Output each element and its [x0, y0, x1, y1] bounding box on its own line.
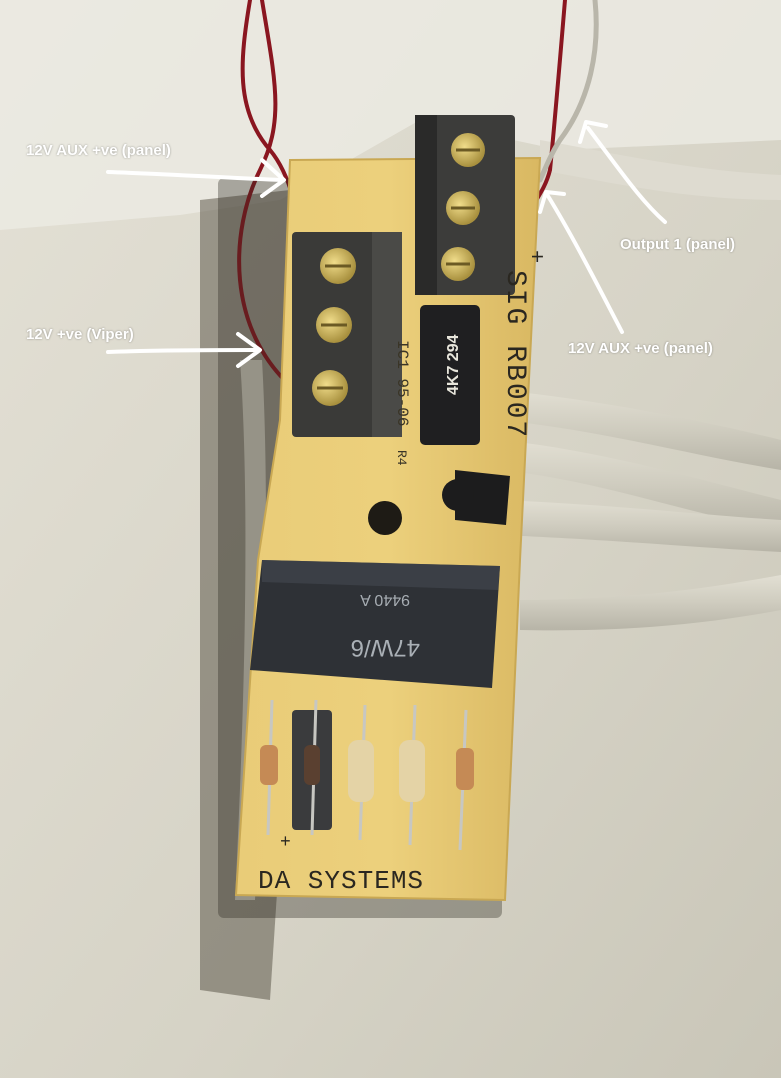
ceiling-shadow	[0, 0, 781, 230]
label-aux-panel-left: 12V AUX +ve (panel)	[26, 142, 171, 159]
label-aux-panel-right: 12V AUX +ve (panel)	[568, 340, 713, 357]
mounting-hole	[368, 501, 402, 535]
label-viper-positive: 12V +ve (Viper)	[26, 326, 134, 343]
manufacturer-label: DA SYSTEMS	[258, 866, 424, 896]
resistor-pack: 4K7 294	[420, 305, 480, 445]
transistor	[442, 470, 510, 525]
terminal-block-right	[415, 115, 515, 295]
relay: 9440 A 47W/6	[250, 560, 500, 688]
label-output-1: Output 1 (panel)	[620, 236, 735, 253]
arrow-aux-left	[106, 158, 286, 198]
silkscreen-plus: +	[523, 250, 548, 263]
relay-marking-1: 9440 A	[360, 591, 410, 608]
arrow-viper	[106, 332, 262, 368]
terminal-block-left	[292, 232, 402, 437]
resistor-marking: 4K7 294	[445, 334, 462, 395]
silkscreen-rev: R4	[394, 450, 409, 466]
relay-marking-2: 47W/6	[351, 634, 420, 661]
arrow-output-1	[578, 120, 667, 224]
grey-wire	[537, 0, 599, 183]
annotation-arrows	[106, 120, 667, 368]
silkscreen-model: SIG RB007	[499, 270, 530, 439]
arrow-aux-right	[538, 190, 624, 334]
silkscreen-date: IC1 95-06	[393, 340, 411, 426]
polarity-mark: +	[280, 833, 291, 853]
lower-components	[260, 699, 474, 851]
